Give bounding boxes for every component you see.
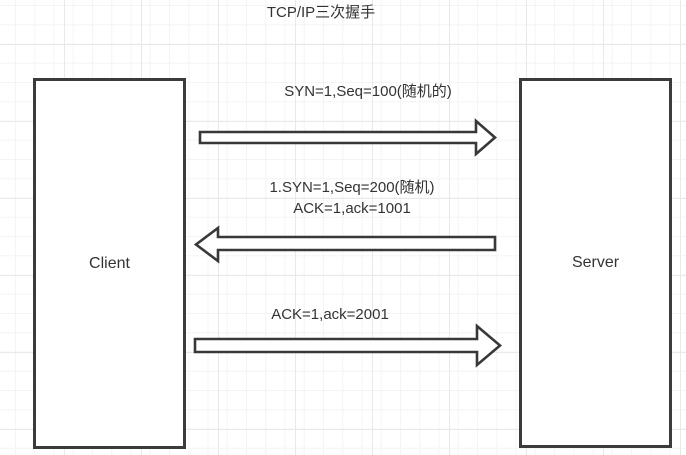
- syn-message-label: SYN=1,Seq=100(随机的): [284, 83, 452, 100]
- server-node[interactable]: Server: [519, 78, 672, 448]
- ack-message-label: ACK=1,ack=2001: [271, 306, 389, 323]
- client-node[interactable]: Client: [33, 78, 186, 449]
- server-node-label: Server: [571, 254, 620, 271]
- ack-arrow-right-icon[interactable]: [193, 323, 503, 368]
- synack-message-line2: ACK=1,ack=1001: [293, 200, 411, 217]
- client-node-label: Client: [89, 254, 130, 272]
- synack-arrow-left-icon[interactable]: [193, 225, 497, 264]
- synack-message-label: 1.SYN=1,Seq=200(随机) ACK=1,ack=1001: [269, 177, 434, 219]
- diagram-title: TCP/IP三次握手: [266, 4, 376, 21]
- syn-arrow-right-icon[interactable]: [198, 118, 497, 157]
- synack-message-line1: 1.SYN=1,Seq=200(随机): [269, 179, 435, 196]
